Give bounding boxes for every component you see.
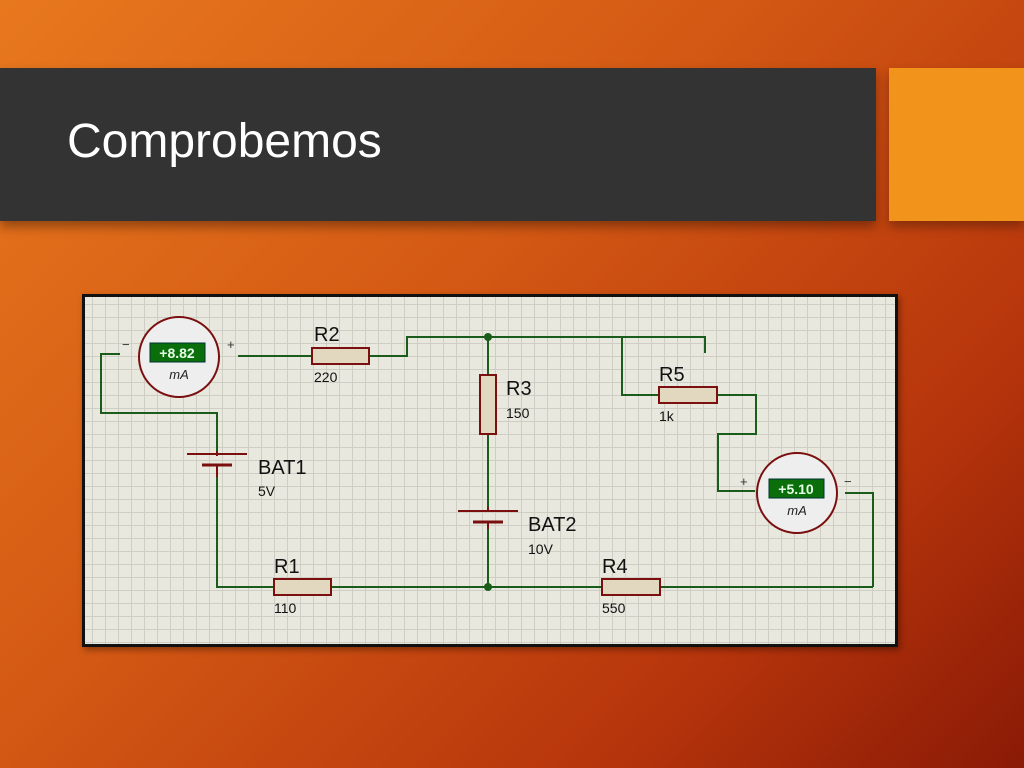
meter2-minus: −: [844, 474, 852, 489]
slide-title: Comprobemos: [67, 115, 382, 168]
bat1-value: 5V: [258, 483, 276, 499]
meter1-reading: +8.82: [159, 345, 195, 361]
junction-top: [484, 333, 492, 341]
meter1-minus: −: [122, 337, 130, 352]
bat2-name: BAT2: [528, 514, 577, 536]
meter1-plus: +: [227, 337, 235, 352]
resistor-r2: R2 220: [311, 324, 370, 385]
r2-name: R2: [314, 324, 340, 346]
battery-bat1: BAT1 5V: [187, 451, 307, 499]
r1-name: R1: [274, 556, 300, 578]
resistor-r3: R3 150: [479, 374, 532, 435]
meter2-plus: +: [740, 474, 748, 489]
meter2-unit: mA: [787, 503, 807, 518]
meter1-unit: mA: [169, 367, 189, 382]
resistor-r1: R1 110: [273, 556, 332, 616]
accent-square: [889, 68, 1024, 221]
junction-bottom: [484, 583, 492, 591]
circuit-schematic: R2 220 R3 150 R5 1k R1 110 R4 550: [82, 294, 898, 647]
r3-name: R3: [506, 378, 532, 400]
title-bar: [0, 68, 876, 221]
r1-value: 110: [274, 600, 297, 616]
r5-value: 1k: [659, 408, 675, 424]
r2-value: 220: [314, 369, 338, 385]
r4-name: R4: [602, 556, 628, 578]
r5-name: R5: [659, 364, 685, 386]
r3-value: 150: [506, 405, 530, 421]
r4-value: 550: [602, 600, 626, 616]
bat2-value: 10V: [528, 541, 554, 557]
bat1-name: BAT1: [258, 457, 307, 479]
meter2-reading: +5.10: [778, 481, 814, 497]
schematic-canvas: R2 220 R3 150 R5 1k R1 110 R4 550: [100, 316, 874, 616]
ammeter-2: +5.10 mA + −: [740, 452, 852, 534]
wires: [100, 336, 874, 588]
battery-bat2: BAT2 10V: [458, 507, 577, 557]
ammeter-1: +8.82 mA − +: [122, 316, 235, 398]
resistor-r4: R4 550: [601, 556, 661, 616]
resistor-r5: R5 1k: [658, 364, 718, 424]
